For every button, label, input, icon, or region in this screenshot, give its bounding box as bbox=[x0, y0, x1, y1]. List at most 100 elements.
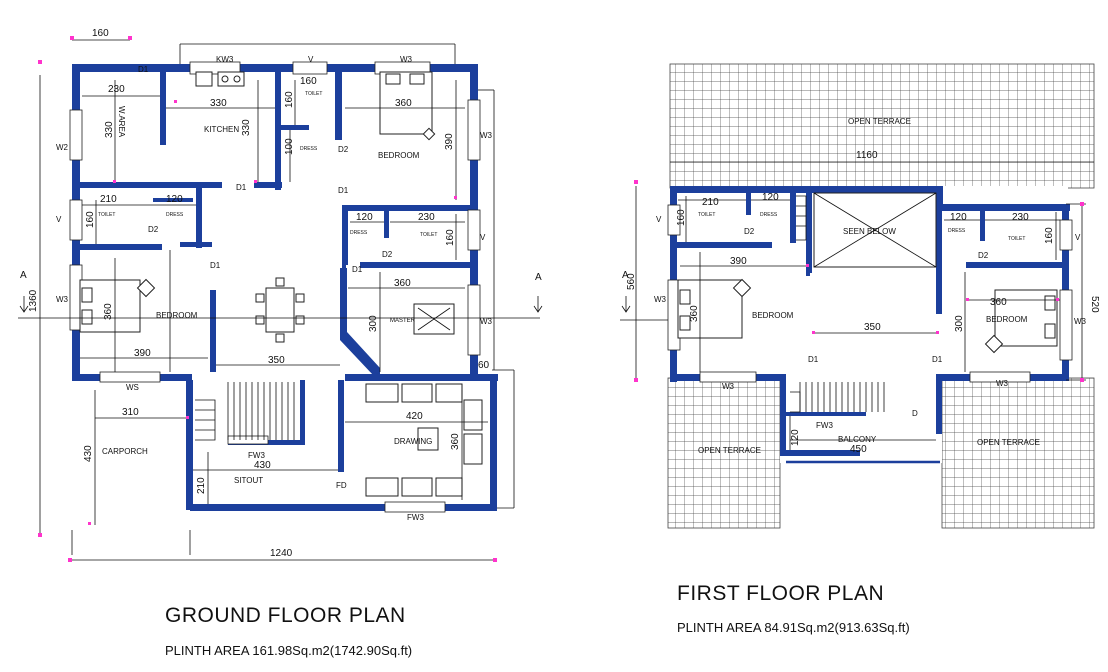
dim-430-car: 430 bbox=[83, 445, 94, 462]
dim-120-a: 120 bbox=[166, 194, 183, 205]
dim-230: 230 bbox=[108, 84, 125, 95]
dim-390-bed: 390 bbox=[134, 348, 151, 359]
terrace-right bbox=[941, 377, 1095, 529]
ff-opening-v-left: V bbox=[656, 215, 662, 224]
opening-w3-right: W3 bbox=[480, 131, 493, 140]
ff-door-d2-b: D2 bbox=[978, 251, 989, 260]
kitchen-label: KITCHEN bbox=[204, 125, 239, 134]
door-d1-top: D1 bbox=[138, 65, 149, 74]
ff-toilet-2: TOILET bbox=[1008, 236, 1025, 242]
ff-toilet-1: TOILET bbox=[698, 212, 715, 218]
opening-v-left: V bbox=[56, 215, 62, 224]
ff-seen-below: SEEN BELOW bbox=[843, 227, 896, 236]
ff-dim-120-bal: 120 bbox=[790, 429, 801, 446]
ff-opening-w3-right: W3 bbox=[1074, 317, 1087, 326]
ff-opening-w3-bot-right: W3 bbox=[996, 379, 1009, 388]
drawing-sofas bbox=[365, 383, 483, 497]
ff-dim-160: 160 bbox=[676, 209, 687, 226]
first-floor-stair bbox=[790, 382, 885, 413]
dim-350: 350 bbox=[268, 355, 285, 366]
dim-120-b: 120 bbox=[356, 212, 373, 223]
dim-230-b: 230 bbox=[418, 212, 435, 223]
dim-160-left: 160 bbox=[85, 211, 96, 228]
ff-dim-230: 230 bbox=[1012, 212, 1029, 223]
ff-door-d2-a: D2 bbox=[744, 227, 755, 236]
stair bbox=[195, 382, 295, 441]
ff-dim-300: 300 bbox=[954, 315, 965, 332]
dim-160-t: 160 bbox=[300, 76, 317, 87]
dim-360-bed: 360 bbox=[395, 98, 412, 109]
ff-bed-left bbox=[677, 278, 752, 339]
ff-opening-fw3: FW3 bbox=[816, 421, 833, 430]
ff-bedroom-1: BEDROOM bbox=[752, 311, 794, 320]
door-d2-a: D2 bbox=[338, 145, 349, 154]
dim-160-top: 160 bbox=[92, 28, 109, 39]
bed-left bbox=[79, 278, 156, 333]
ground-floor-title: GROUND FLOOR PLAN bbox=[165, 604, 406, 627]
opening-fw3-stair: FW3 bbox=[248, 451, 265, 460]
ff-dim-120-b: 120 bbox=[950, 212, 967, 223]
first-floor-plan: OPEN TERRACE 1160 TOILET DRESS SEEN BELO… bbox=[620, 63, 1100, 529]
ground-floor-plinth-area: PLINTH AREA 161.98Sq.m2(1742.90Sq.ft) bbox=[165, 643, 413, 658]
door-d2-c: D2 bbox=[382, 250, 393, 259]
terrace-left bbox=[667, 377, 781, 529]
ff-open-terrace-right: OPEN TERRACE bbox=[977, 438, 1040, 447]
ff-balcony: BALCONY bbox=[838, 435, 877, 444]
ff-dim-1160: 1160 bbox=[856, 150, 878, 161]
dim-210: 210 bbox=[100, 194, 117, 205]
opening-ws: WS bbox=[126, 383, 139, 392]
ff-opening-v-right: V bbox=[1075, 233, 1081, 242]
ff-dress-1: DRESS bbox=[760, 212, 778, 218]
dim-360-master: 360 bbox=[394, 278, 411, 289]
section-mark-left: A bbox=[20, 270, 27, 281]
dim-360-bedl: 360 bbox=[103, 303, 114, 320]
ff-bedroom-2: BEDROOM bbox=[986, 315, 1028, 324]
toilet-label-2: TOILET bbox=[98, 212, 115, 218]
ff-door-d1-b: D1 bbox=[932, 355, 943, 364]
ff-bed-right bbox=[984, 289, 1058, 354]
dim-360-draw: 360 bbox=[450, 433, 461, 450]
dining-table bbox=[255, 277, 305, 343]
opening-w3-master: W3 bbox=[480, 317, 493, 326]
first-floor-title: FIRST FLOOR PLAN bbox=[677, 582, 885, 605]
master-furniture bbox=[413, 303, 455, 335]
dim-1360: 1360 bbox=[28, 289, 39, 312]
terrace-top bbox=[669, 63, 1095, 189]
ff-dim-350: 350 bbox=[864, 322, 881, 333]
dim-330-h: 330 bbox=[210, 98, 227, 109]
dim-310: 310 bbox=[122, 407, 139, 418]
ff-opening-w3-bot-left: W3 bbox=[722, 382, 735, 391]
ff-dim-520: 520 bbox=[1089, 296, 1100, 313]
ff-dim-210: 210 bbox=[702, 197, 719, 208]
ff-door-d1-a: D1 bbox=[808, 355, 819, 364]
dim-330-v: 330 bbox=[104, 121, 115, 138]
opening-w3-left: W3 bbox=[56, 295, 69, 304]
dim-420: 420 bbox=[406, 411, 423, 422]
ground-floor-plan: KITCHEN W.AREA TOILET DRESS BEDROOM TOIL… bbox=[18, 28, 543, 562]
dress-label-3: DRESS bbox=[350, 230, 368, 236]
ff-open-terrace-left: OPEN TERRACE bbox=[698, 446, 761, 455]
bedroom-label-2: BEDROOM bbox=[156, 311, 198, 320]
drawing-label: DRAWING bbox=[394, 437, 432, 446]
dim-60: 60 bbox=[478, 360, 490, 371]
ff-section-mark: A bbox=[622, 270, 629, 281]
opening-kw3: KW3 bbox=[216, 55, 234, 64]
opening-fw3-bottom: FW3 bbox=[407, 513, 424, 522]
master-label: MASTER bbox=[390, 318, 416, 324]
opening-fd: FD bbox=[336, 481, 347, 490]
dress-label-1: DRESS bbox=[300, 146, 318, 152]
dim-300: 300 bbox=[368, 315, 379, 332]
section-mark-right: A bbox=[535, 272, 542, 283]
kitchen-stove bbox=[195, 71, 245, 87]
bedroom-label-1: BEDROOM bbox=[378, 151, 420, 160]
ff-opening-w3-left: W3 bbox=[654, 295, 667, 304]
bed-top-right bbox=[379, 71, 436, 141]
door-d1-kitchen: D1 bbox=[236, 183, 247, 192]
door-d2-b: D2 bbox=[148, 225, 159, 234]
ff-dim-360-bed2: 360 bbox=[990, 297, 1007, 308]
ff-dim-560: 560 bbox=[626, 273, 637, 290]
door-d1-mid: D1 bbox=[338, 186, 349, 195]
toilet-label-3: TOILET bbox=[420, 232, 437, 238]
door-d1-right: D1 bbox=[352, 265, 363, 274]
